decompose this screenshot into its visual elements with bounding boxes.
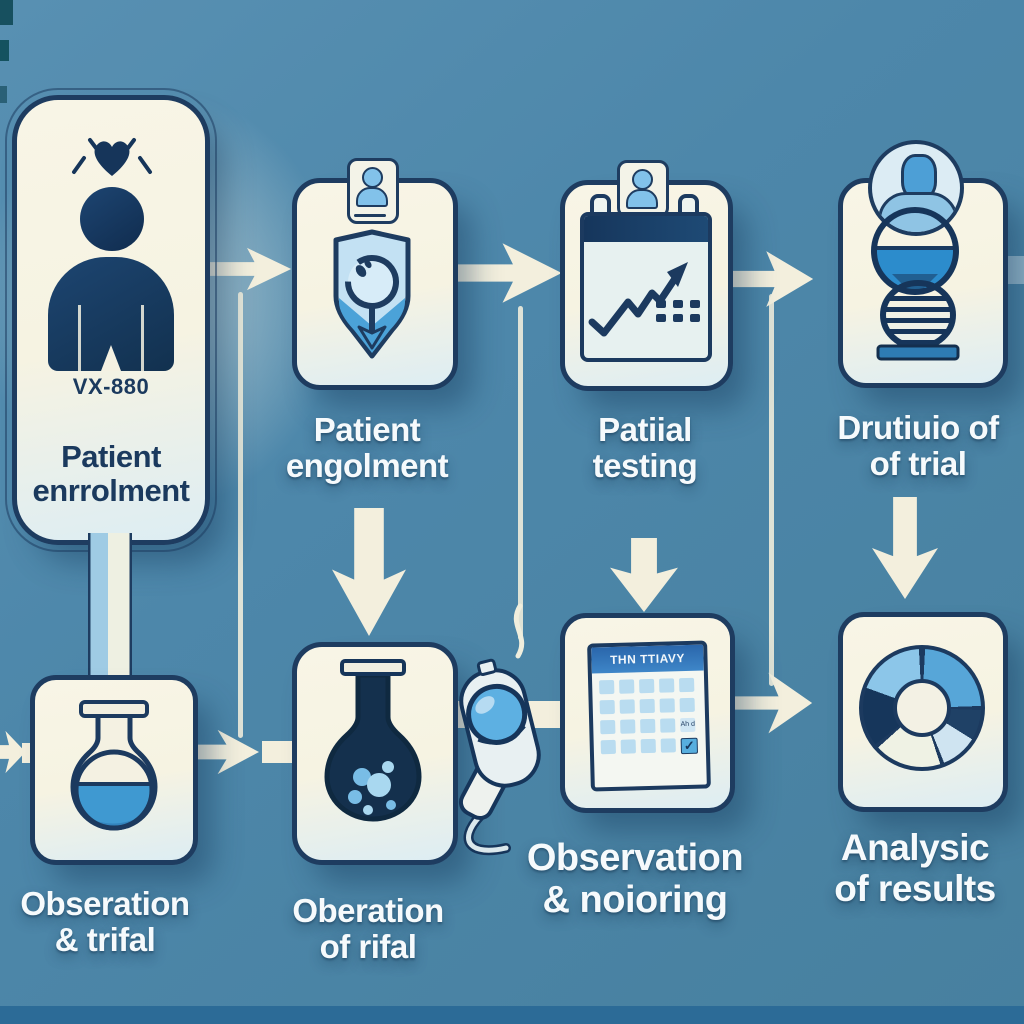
calendar-chart-icon (580, 194, 712, 362)
calendar-header-bar (584, 216, 708, 242)
id-badge-icon (347, 158, 399, 224)
stage-label-testing: Patiial testing (592, 411, 698, 485)
stage-label-monitoring: Observation & noioring (526, 837, 744, 921)
arm-seam (78, 305, 81, 371)
card-obseration-trifal (30, 675, 198, 865)
bottom-strip (0, 1006, 1024, 1024)
card-oberation-rifal (292, 642, 458, 865)
stage-label-duration: Drutiuio of of trial (837, 409, 999, 483)
dna-hourglass-icon (871, 207, 960, 361)
calendar-header-bar: THN TTIAVY (591, 644, 704, 674)
arm-seam (141, 305, 144, 371)
edge-artifact (0, 0, 13, 25)
flow-band (262, 741, 294, 763)
flow-arrow-right (727, 672, 813, 734)
card-observation-monitoring: THN TTIAVY Ah d ✓ (560, 613, 735, 813)
stage-label-analysis: Analysic of results (834, 827, 996, 909)
connector-line (769, 294, 774, 686)
donut-hole (893, 679, 951, 737)
trend-arrow (588, 262, 688, 337)
calendar-cells: Ah d ✓ (599, 677, 699, 755)
trial-code: VX-880 (72, 374, 150, 399)
card-patient-enrolment: VX-880 Patient enrrolment (5, 88, 217, 552)
stage-label-enrolment: Patient enrrolment (32, 439, 190, 509)
shield-magnifier-icon (333, 229, 411, 359)
edge-artifact (0, 40, 9, 61)
calendar-note-cell: Ah d (680, 717, 696, 733)
stage-label-obseration-trifal: Obseration & trifal (20, 885, 190, 959)
id-badge-icon (617, 160, 669, 218)
calendar-check-cell: ✓ (680, 737, 699, 755)
card-analysis-results (838, 612, 1008, 812)
flow-arrow-right (188, 729, 260, 775)
edge-artifact (0, 86, 7, 103)
dot-grid (656, 300, 702, 326)
avatar-body (626, 189, 658, 209)
avatar-body (356, 187, 388, 207)
patient-head (80, 187, 144, 251)
round-flask-icon (70, 700, 158, 831)
connector-line (238, 292, 243, 738)
stage-label-engolment: Patient engolment (285, 411, 449, 485)
stage-label-oberation: Oberation of rifal (292, 892, 444, 966)
heart-sparkle-icon (72, 138, 152, 176)
flow-arrow-down (610, 538, 678, 612)
monitor-device-icon (458, 603, 541, 856)
dark-flask-icon (324, 659, 422, 822)
results-donut-chart (859, 645, 985, 771)
calendar-grid-icon: THN TTIAVY Ah d ✓ (587, 640, 711, 792)
patient-body (48, 257, 174, 371)
flow-arrow-down (872, 497, 938, 599)
avatar-head (632, 169, 653, 190)
connector-line (518, 306, 523, 640)
calendar-sheet (580, 212, 712, 362)
badge-line (354, 214, 386, 217)
flow-arrow-right (448, 243, 562, 303)
avatar-head (362, 167, 383, 188)
body-notch (101, 345, 121, 371)
